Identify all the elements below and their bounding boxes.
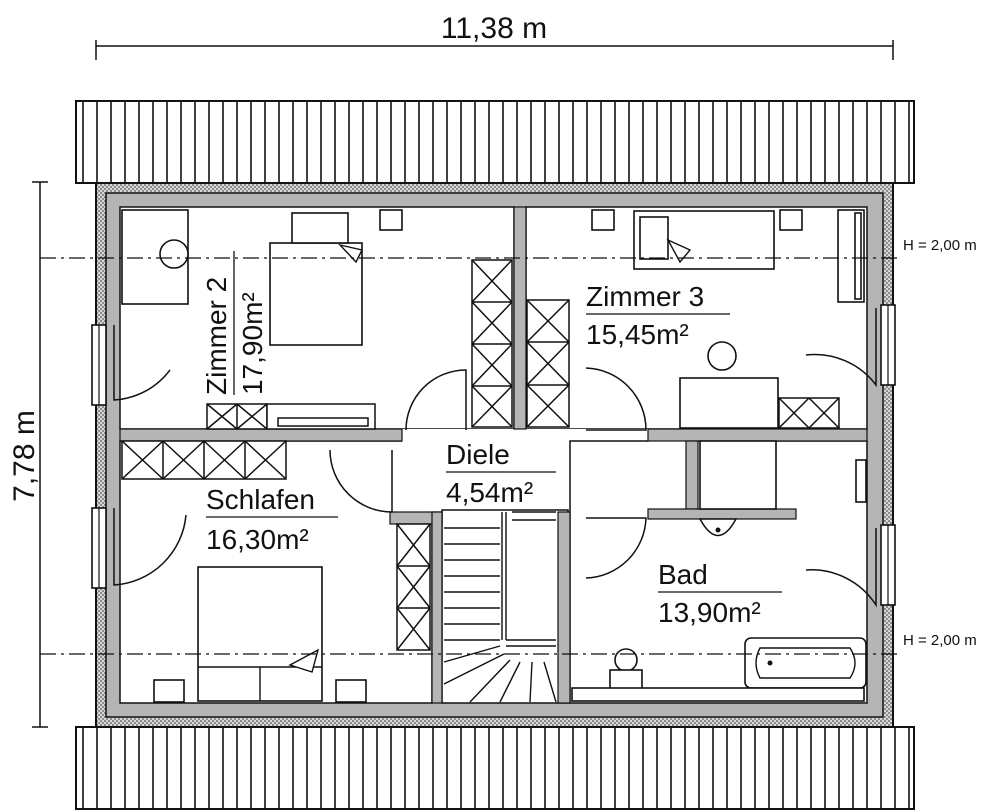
width-label: 11,38 m	[441, 12, 547, 45]
wardrobe-corridor-right	[526, 299, 570, 428]
interior-walls	[119, 206, 868, 704]
height-line-bottom: H = 2,00 m	[40, 632, 977, 655]
room-area-schlafen: 16,30m²	[206, 524, 309, 555]
room-name-schlafen: Schlafen	[206, 484, 315, 515]
dresser-zimmer2	[206, 403, 376, 430]
furniture-zimmer2	[121, 209, 403, 346]
height-line-top: H = 2,00 m	[40, 237, 977, 259]
room-name-zimmer3: Zimmer 3	[586, 281, 704, 312]
room-label-schlafen: Schlafen 16,30m²	[206, 484, 338, 555]
room-area-zimmer2: 17,90m²	[237, 292, 268, 395]
depth-dimension: 7,78 m	[8, 181, 48, 728]
room-label-bad: Bad 13,90m²	[658, 559, 782, 628]
roof-top	[75, 100, 915, 184]
wardrobes	[121, 259, 840, 651]
wardrobe-corridor-left	[471, 259, 513, 428]
furniture-zimmer3	[591, 209, 865, 429]
height-label-bottom: H = 2,00 m	[903, 632, 977, 649]
room-name-zimmer2: Zimmer 2	[201, 277, 232, 395]
room-label-zimmer2: Zimmer 2 17,90m²	[201, 251, 268, 395]
furniture-schlafen	[153, 566, 367, 703]
room-label-diele: Diele 4,54m²	[446, 439, 556, 508]
room-area-diele: 4,54m²	[446, 477, 533, 508]
wardrobe-schlafen-top	[121, 440, 287, 480]
door-swings	[113, 308, 877, 608]
room-name-diele: Diele	[446, 439, 510, 470]
bathroom-fixtures	[571, 440, 867, 702]
depth-label: 7,78 m	[8, 410, 41, 502]
height-label-top: H = 2,00 m	[903, 237, 977, 254]
wardrobe-schlafen-side	[396, 523, 431, 651]
room-label-zimmer3: Zimmer 3 15,45m²	[586, 281, 730, 350]
room-area-bad: 13,90m²	[658, 597, 761, 628]
room-name-bad: Bad	[658, 559, 708, 590]
width-dimension: 11,38 m	[95, 12, 894, 60]
room-area-zimmer3: 15,45m²	[586, 319, 689, 350]
roof-bottom	[75, 726, 915, 810]
windows	[91, 304, 896, 606]
staircase	[443, 511, 557, 703]
dresser-zimmer3	[778, 397, 840, 429]
